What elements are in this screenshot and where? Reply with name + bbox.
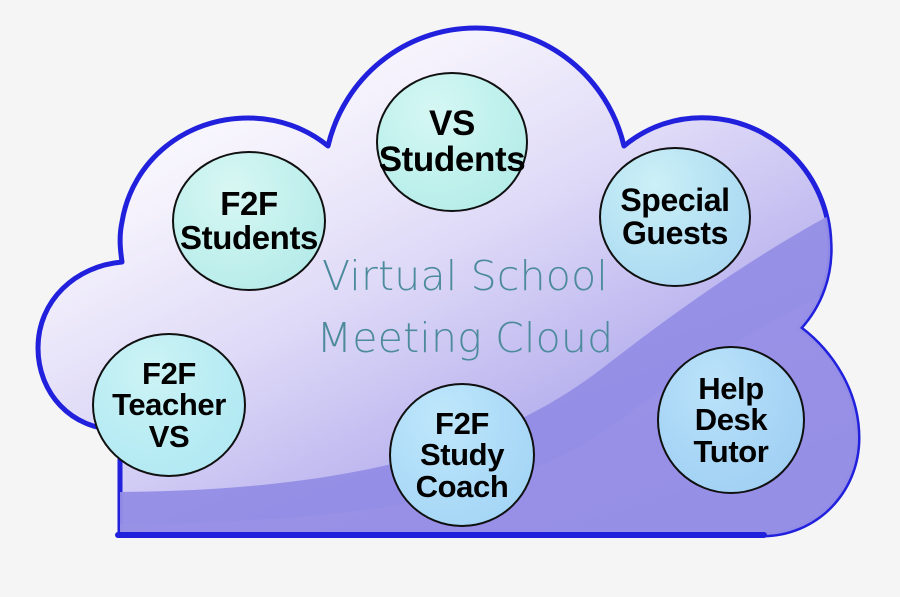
cloud-title: Virtual School Meeting Cloud — [316, 252, 614, 362]
bubble-f2f-students-label: F2F Students — [180, 185, 318, 256]
bubble-special-guests-label: Special Guests — [620, 182, 730, 251]
bubble-f2f-teacher-vs-label: F2F Teacher VS — [112, 355, 226, 454]
bubble-f2f-students[interactable]: F2F Students — [172, 151, 326, 291]
bubble-vs-students-label: VS Students — [378, 104, 526, 179]
bubble-f2f-study-coach-label: F2F Study Coach — [415, 405, 509, 504]
bubble-special-guests[interactable]: Special Guests — [599, 147, 751, 287]
bubble-help-desk-tutor[interactable]: Help Desk Tutor — [657, 346, 805, 494]
cloud-swoosh-secondary — [38, 260, 858, 535]
bubble-help-desk-tutor-label: Help Desk Tutor — [693, 370, 769, 469]
bubble-f2f-study-coach[interactable]: F2F Study Coach — [389, 383, 535, 527]
bubble-vs-students[interactable]: VS Students — [376, 72, 528, 212]
bubble-f2f-teacher-vs[interactable]: F2F Teacher VS — [92, 333, 246, 477]
